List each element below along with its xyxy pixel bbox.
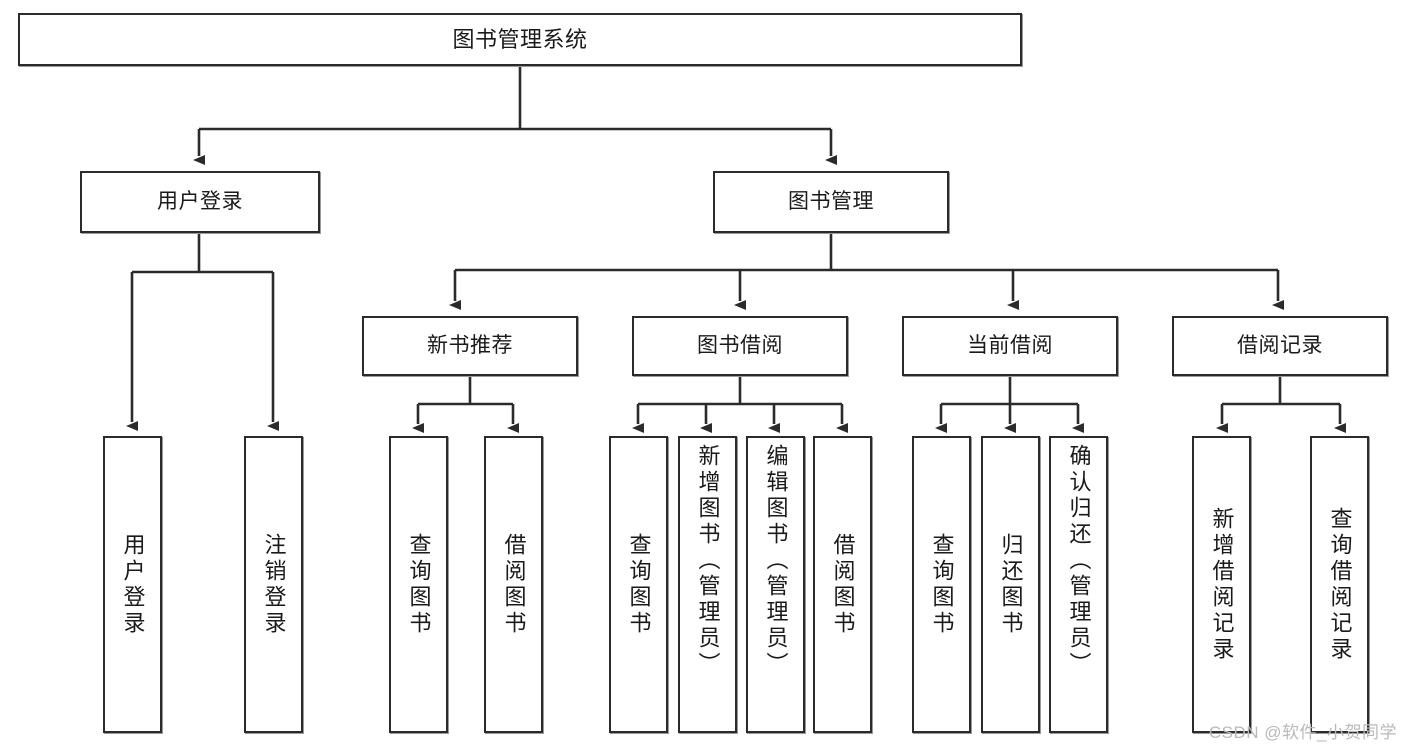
node-book-management[interactable]: 图书管理 bbox=[713, 171, 949, 233]
leaf-current-borrow-return-book[interactable]: 归还图书 bbox=[981, 436, 1040, 733]
node-label: 新增图书（管理员） bbox=[695, 444, 721, 678]
node-label: 查询借阅记录 bbox=[1327, 506, 1353, 663]
csdn-watermark: CSDN @软件_小贺同学 bbox=[1208, 723, 1397, 742]
node-label: 用户登录 bbox=[120, 532, 146, 637]
leaf-logout[interactable]: 注销登录 bbox=[244, 436, 303, 733]
node-label: 借阅记录 bbox=[1237, 334, 1323, 357]
leaf-borrow-record-add-record[interactable]: 新增借阅记录 bbox=[1192, 436, 1251, 733]
leaf-new-book-borrow-book[interactable]: 借阅图书 bbox=[484, 436, 543, 733]
node-label: 注销登录 bbox=[261, 532, 287, 637]
node-label: 借阅图书 bbox=[830, 532, 856, 637]
node-borrowing-records[interactable]: 借阅记录 bbox=[1172, 316, 1388, 376]
node-label: 查询图书 bbox=[929, 532, 955, 637]
leaf-borrow-record-query-record[interactable]: 查询借阅记录 bbox=[1310, 436, 1369, 733]
node-book-borrowing[interactable]: 图书借阅 bbox=[632, 316, 848, 376]
leaf-user-login[interactable]: 用户登录 bbox=[103, 436, 162, 733]
leaf-current-borrow-confirm-return-admin[interactable]: 确认归还（管理员） bbox=[1049, 436, 1108, 733]
node-label: 图书管理 bbox=[788, 190, 874, 213]
leaf-book-borrow-add-book-admin[interactable]: 新增图书（管理员） bbox=[678, 436, 737, 733]
node-new-book-recommendation[interactable]: 新书推荐 bbox=[362, 316, 578, 376]
node-label: 借阅图书 bbox=[501, 532, 527, 637]
node-label: 确认归还（管理员） bbox=[1066, 444, 1092, 678]
leaf-current-borrow-query-book[interactable]: 查询图书 bbox=[912, 436, 971, 733]
node-label: 图书管理系统 bbox=[452, 26, 588, 52]
leaf-book-borrow-edit-book-admin[interactable]: 编辑图书（管理员） bbox=[746, 436, 805, 733]
node-current-borrowing[interactable]: 当前借阅 bbox=[902, 316, 1118, 376]
leaf-book-borrow-lend-book[interactable]: 借阅图书 bbox=[813, 436, 872, 733]
node-label: 新书推荐 bbox=[427, 334, 513, 357]
node-label: 用户登录 bbox=[157, 190, 243, 213]
node-label: 查询图书 bbox=[626, 532, 652, 637]
node-label: 编辑图书（管理员） bbox=[763, 444, 789, 678]
node-root-book-management-system[interactable]: 图书管理系统 bbox=[18, 13, 1022, 66]
node-label: 新增借阅记录 bbox=[1209, 506, 1235, 663]
node-label: 查询图书 bbox=[406, 532, 432, 637]
node-user-login[interactable]: 用户登录 bbox=[80, 171, 320, 233]
leaf-book-borrow-query-book[interactable]: 查询图书 bbox=[609, 436, 668, 733]
node-label: 图书借阅 bbox=[697, 334, 783, 357]
leaf-new-book-query-book[interactable]: 查询图书 bbox=[389, 436, 448, 733]
node-label: 归还图书 bbox=[998, 532, 1024, 637]
node-label: 当前借阅 bbox=[967, 334, 1053, 357]
